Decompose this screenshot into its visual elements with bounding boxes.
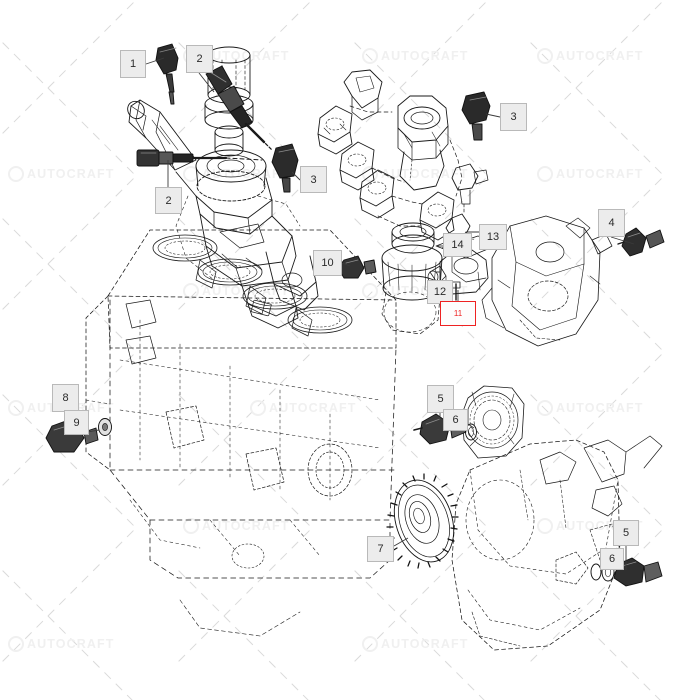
part-3b-sensor xyxy=(271,143,299,193)
part-2a-sensor xyxy=(205,65,273,151)
cylinder-head-assembly xyxy=(127,46,319,329)
callout-box-13[interactable]: 13 xyxy=(479,224,507,250)
callout-box-2b[interactable]: 2 xyxy=(155,187,182,214)
callout-box-5a[interactable]: 5 xyxy=(427,385,454,413)
part-3a-sensor xyxy=(461,91,491,141)
callout-box-2a[interactable]: 2 xyxy=(186,45,213,73)
callout-box-11[interactable]: 11 xyxy=(440,301,476,326)
callout-box-14[interactable]: 14 xyxy=(443,233,472,257)
part-2b-sensor xyxy=(136,149,263,167)
callout-box-12[interactable]: 12 xyxy=(427,280,453,304)
callout-box-8[interactable]: 8 xyxy=(52,384,79,412)
callout-box-1[interactable]: 1 xyxy=(120,50,146,78)
front-cover-assembly xyxy=(481,215,613,347)
part-7-flywheel xyxy=(386,473,459,569)
part-6b-oring-2 xyxy=(590,563,602,581)
callout-box-9[interactable]: 9 xyxy=(64,410,89,435)
part-1-sensor xyxy=(155,43,179,105)
callout-box-10[interactable]: 10 xyxy=(313,250,342,276)
callout-box-7[interactable]: 7 xyxy=(367,536,394,562)
callout-box-6b[interactable]: 6 xyxy=(600,548,624,570)
rear-housing-assembly xyxy=(451,385,663,651)
callout-box-5b[interactable]: 5 xyxy=(613,520,639,546)
callout-box-3a[interactable]: 3 xyxy=(500,103,527,131)
intake-manifold-assembly xyxy=(317,69,489,251)
engine-block xyxy=(85,229,397,637)
part-9-washer xyxy=(98,418,112,436)
callout-box-3b[interactable]: 3 xyxy=(300,166,327,193)
part-10-sensor xyxy=(337,255,377,279)
callout-box-6a[interactable]: 6 xyxy=(443,409,468,431)
callout-box-4[interactable]: 4 xyxy=(598,209,625,237)
